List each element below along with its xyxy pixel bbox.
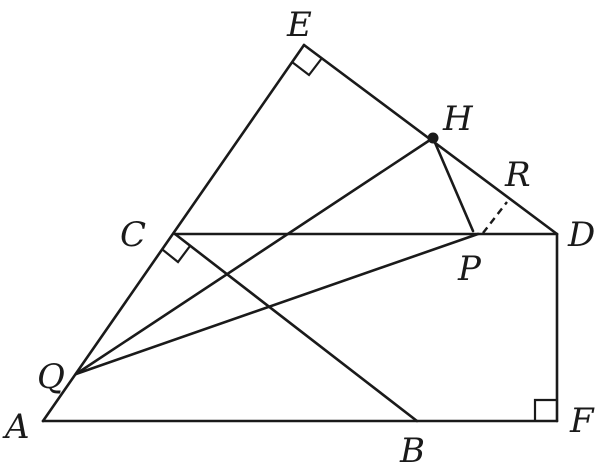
label-E: E	[286, 5, 312, 45]
point-H-dot	[427, 132, 439, 144]
label-B: B	[399, 431, 425, 469]
right-angle-marker-C	[162, 245, 191, 264]
segment-QH	[74, 136, 435, 376]
label-P: P	[457, 249, 482, 289]
label-H: H	[442, 99, 474, 139]
label-A: A	[2, 407, 30, 447]
right-angle-marker-E	[291, 57, 323, 77]
label-Q: Q	[37, 357, 65, 397]
label-R: R	[504, 155, 531, 195]
label-F: F	[569, 401, 595, 441]
right-angle-marker-F	[533, 398, 557, 421]
segment-CB	[173, 232, 419, 423]
segment-HP	[431, 136, 475, 233]
segment-QP	[74, 232, 480, 376]
segment-AE	[41, 43, 306, 423]
label-C: C	[120, 215, 146, 255]
segment-PR-dashed	[482, 201, 508, 234]
label-D: D	[567, 215, 595, 255]
